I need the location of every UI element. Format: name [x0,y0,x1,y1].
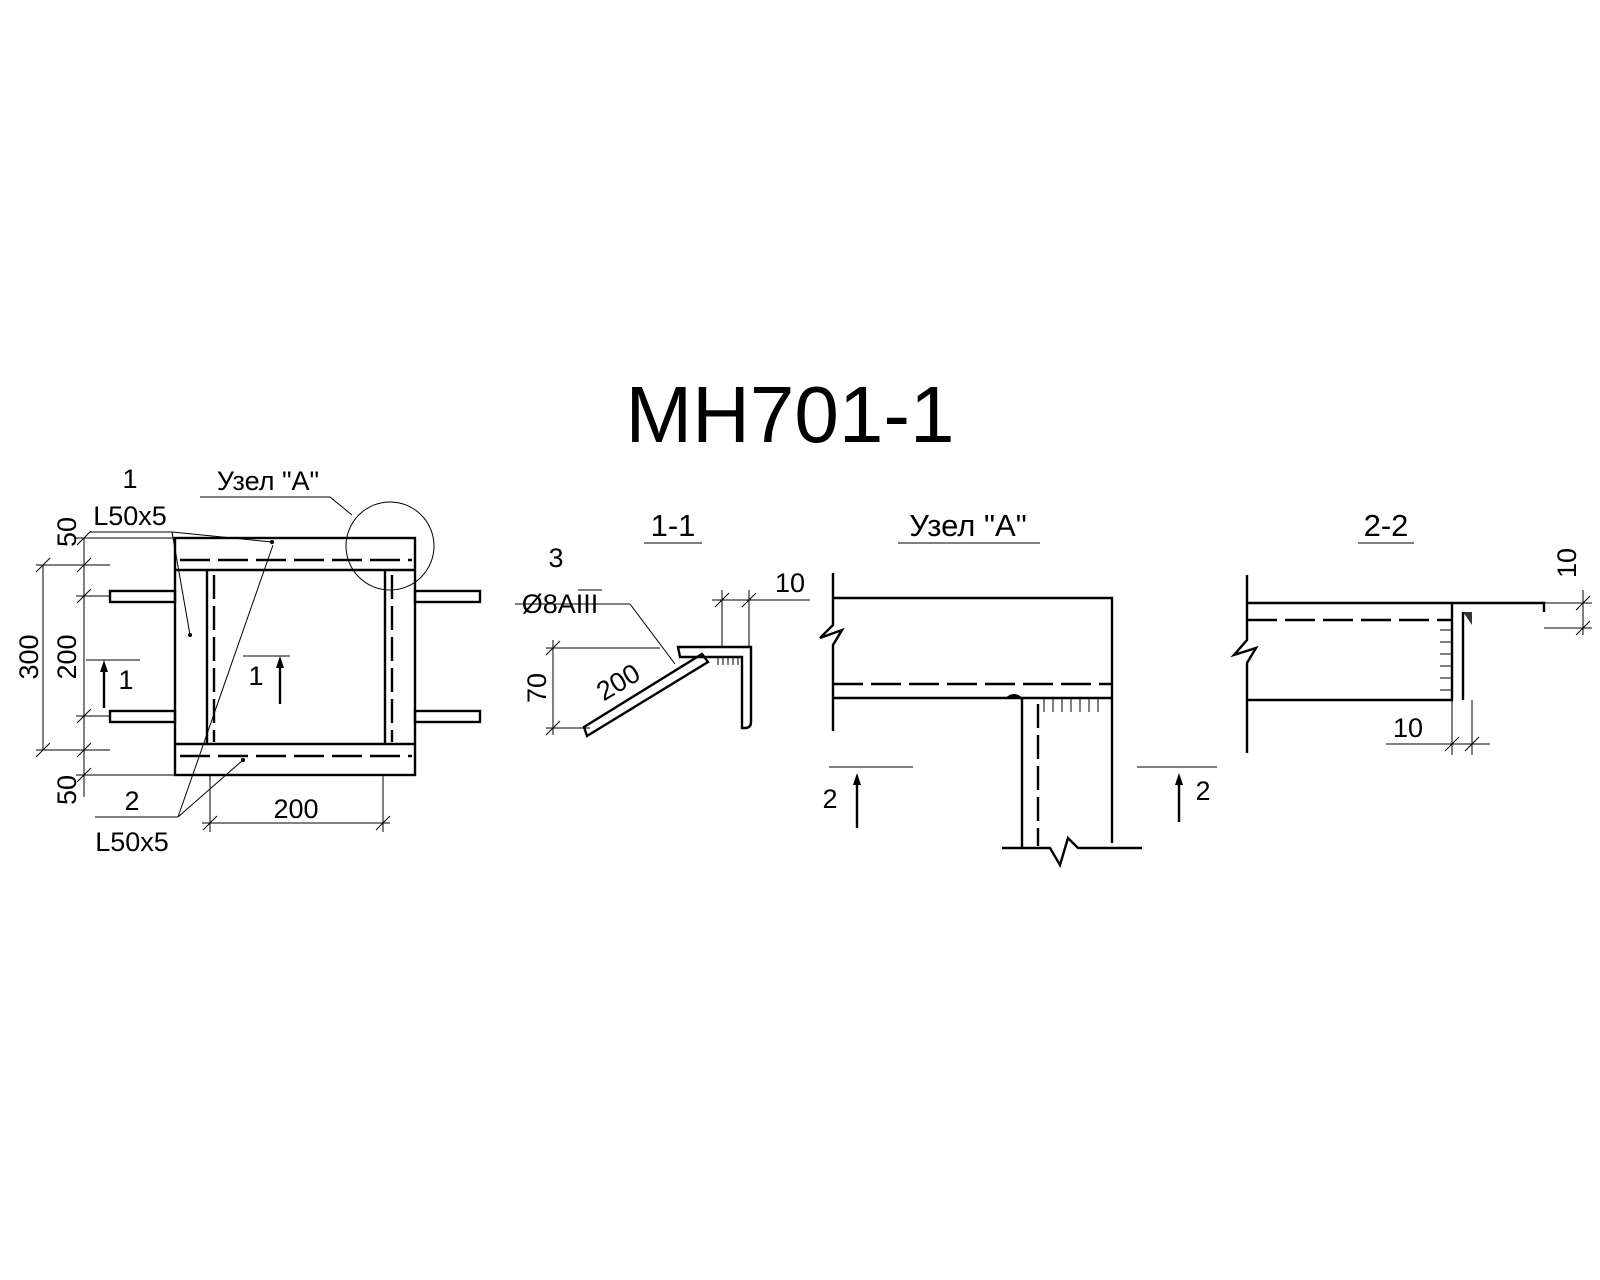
dim-bottom-50: 50 [52,775,82,805]
position-1-profile: L50x5 [93,501,167,531]
section-mark-center-label: 1 [248,661,263,691]
section-2-2: 2-2 10 10 [1230,508,1592,755]
drawing-title: МН701-1 [625,370,954,459]
plan-view: Узел "А" 1 L50x5 2 L50x5 50 [14,464,482,857]
section-mark-left-label: 1 [118,665,133,695]
dim-top-50: 50 [52,517,82,547]
section-2-2-title: 2-2 [1364,508,1409,543]
node-a-reference-label: Узел "А" [217,466,319,496]
dim-inner-200: 200 [52,634,82,679]
position-2-profile: L50x5 [95,827,169,857]
section-1-1: 1-1 3 Ø8AIII 70 200 10 [515,508,810,738]
section-mark-2-left-label: 2 [822,784,837,814]
dim-width-200: 200 [273,794,318,824]
dim-length-200: 200 [591,658,645,707]
position-3-number: 3 [548,543,563,573]
dim-height-70: 70 [522,673,552,703]
node-a-title: Узел "А" [909,508,1026,543]
position-3-bar: Ø8AIII [522,589,599,619]
position-2-number: 2 [124,786,139,816]
node-a-callout-circle [345,501,435,591]
position-1-number: 1 [122,464,137,494]
section-1-1-title: 1-1 [651,508,696,543]
dim-2-2-top-10: 10 [1552,548,1582,578]
section-mark-2-right-label: 2 [1195,776,1210,806]
node-a-detail: Узел "А" 2 2 [819,508,1217,868]
dim-overall-300: 300 [14,634,44,679]
dim-2-2-bottom-10: 10 [1393,713,1423,743]
dim-gap-10: 10 [775,568,805,598]
